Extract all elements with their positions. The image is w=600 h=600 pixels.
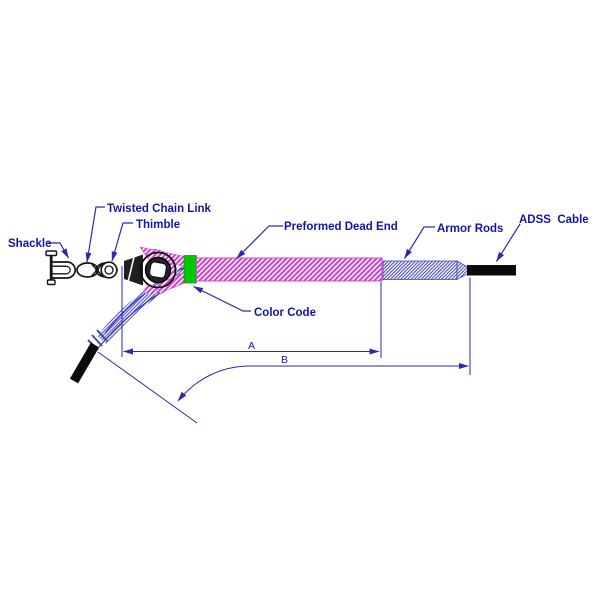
extension-lines xyxy=(97,266,471,424)
leader-shackle xyxy=(48,242,70,259)
label-adss-cable: ADSS Cable xyxy=(519,214,589,226)
label-twisted-chain-link: Twisted Chain Link xyxy=(107,203,212,215)
armor-rods-section xyxy=(382,260,471,281)
shackle-pin-head xyxy=(45,250,58,257)
leader-armor-rods xyxy=(403,226,435,259)
shackle-bow-inner xyxy=(52,265,71,275)
thimble-hardware xyxy=(100,251,177,289)
adss-cable-body xyxy=(467,265,516,276)
armor-rods-body xyxy=(382,260,458,280)
dimension-b: B xyxy=(177,354,469,402)
dimension-a: A xyxy=(123,340,380,355)
chain-link-left-lobe xyxy=(76,262,99,278)
thimble-eye-inner xyxy=(104,265,114,275)
thimble-cable-opening xyxy=(148,261,168,279)
dim-label-a: A xyxy=(248,340,255,352)
shackle-hardware xyxy=(45,250,76,286)
leader-twisted-chain-link xyxy=(85,206,105,263)
shackle-pin-nut xyxy=(46,279,56,286)
shackle-bow-outer xyxy=(52,261,76,279)
label-shackle: Shackle xyxy=(8,238,51,250)
thimble-outer-ring xyxy=(139,251,177,289)
thimble-clamp-slit xyxy=(127,256,135,283)
leader-preformed-dead-end xyxy=(236,225,283,259)
cable-stub xyxy=(69,342,100,384)
ext-line-leg-diagonal xyxy=(97,351,198,424)
leader-adss-cable xyxy=(495,223,521,262)
color-code-mark xyxy=(183,255,197,284)
label-preformed-dead-end: Preformed Dead End xyxy=(284,221,398,233)
preformed-dead-end-body xyxy=(196,257,383,282)
chain-link-twist xyxy=(91,264,103,276)
labels: Shackle Twisted Chain Link Thimble Prefo… xyxy=(8,203,589,319)
label-color-code: Color Code xyxy=(254,307,316,319)
label-armor-rods: Armor Rods xyxy=(437,223,503,235)
label-thimble: Thimble xyxy=(136,219,180,231)
leader-color-code xyxy=(193,285,251,312)
leader-thimble xyxy=(111,222,133,262)
dim-label-b: B xyxy=(281,354,288,366)
leader-lines xyxy=(48,206,521,312)
dim-line-b xyxy=(177,363,469,402)
